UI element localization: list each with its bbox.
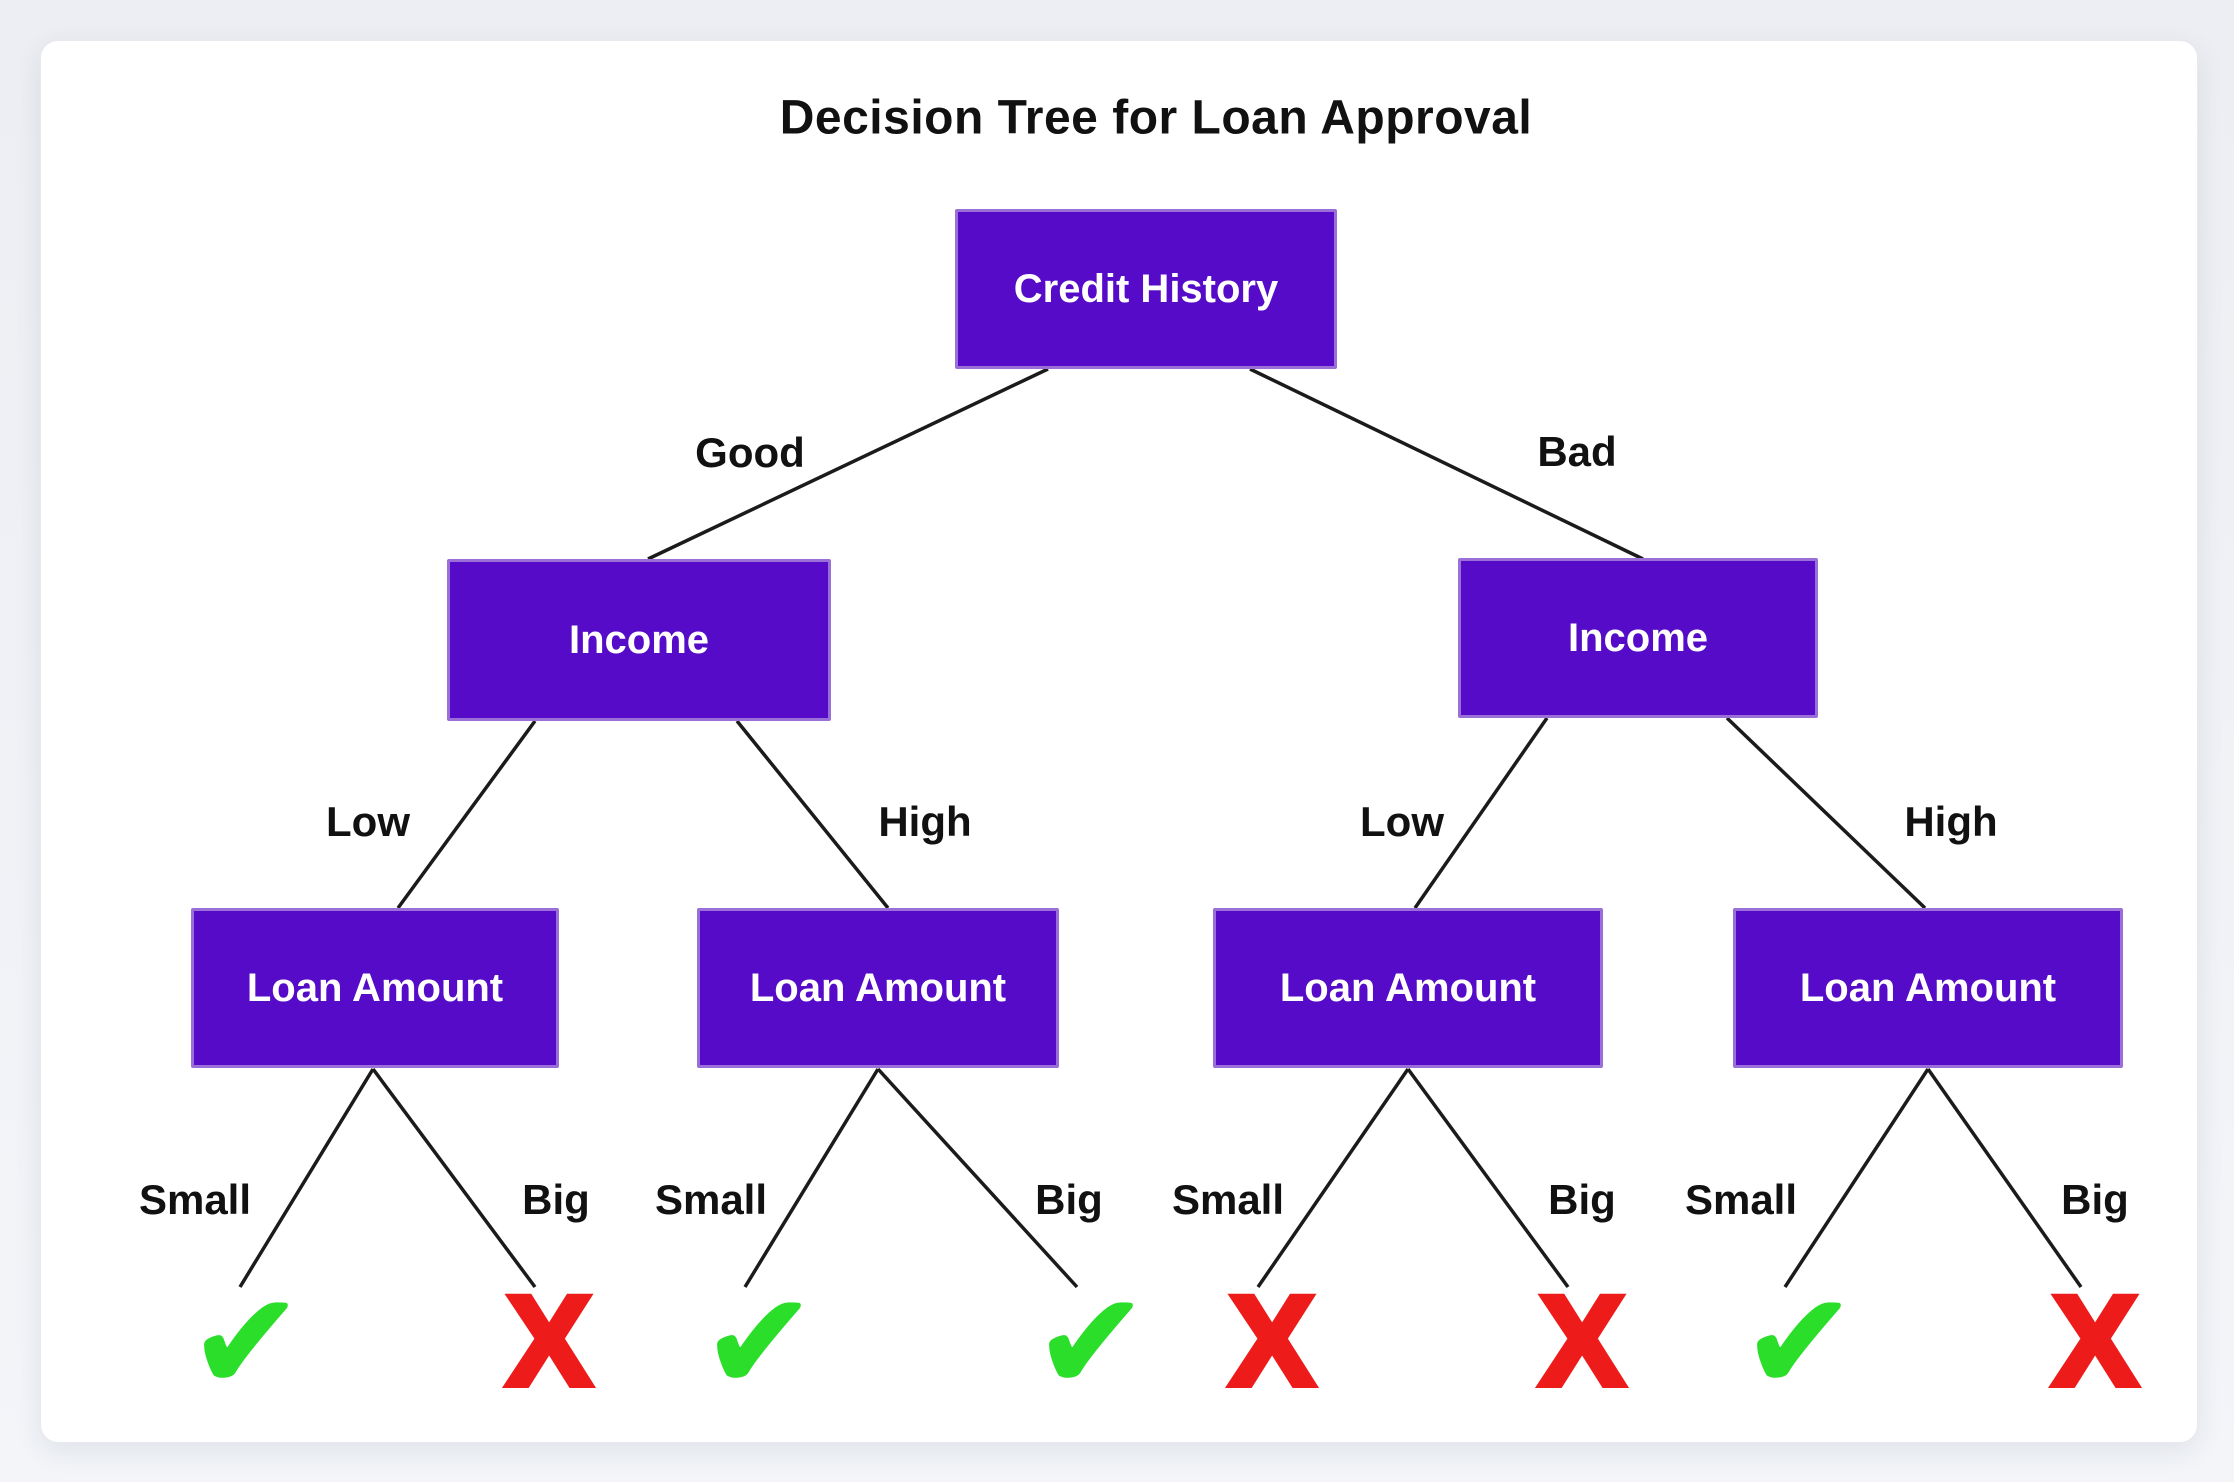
diagram-card <box>40 40 2198 1443</box>
